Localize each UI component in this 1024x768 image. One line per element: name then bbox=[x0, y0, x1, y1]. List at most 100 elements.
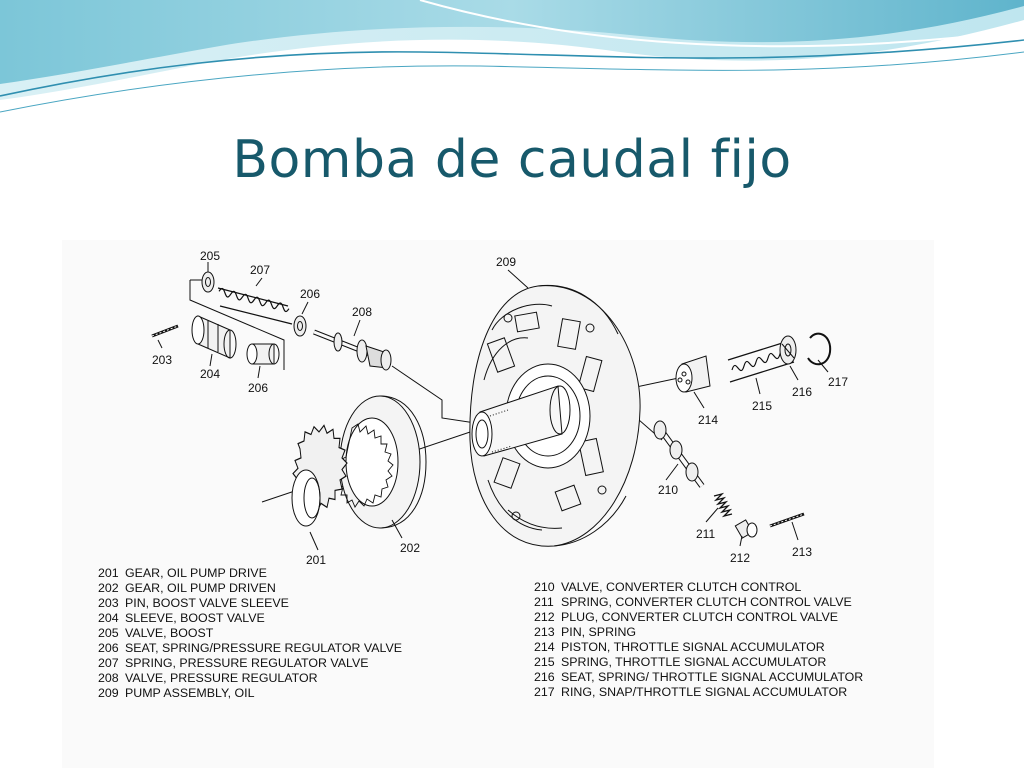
leader-c208 bbox=[353, 319, 361, 337]
part-210-valve bbox=[653, 420, 705, 488]
callout-212: 212 bbox=[730, 551, 750, 565]
legend-item: 215 SPRING, THROTTLE SIGNAL ACCUMULATOR bbox=[534, 655, 863, 670]
callout-213: 213 bbox=[792, 545, 812, 559]
legend-item: 207 SPRING, PRESSURE REGULATOR VALVE bbox=[98, 656, 402, 671]
legend-text: PIN, BOOST VALVE SLEEVE bbox=[125, 596, 289, 610]
callout-207: 207 bbox=[250, 263, 270, 277]
callout-201: 201 bbox=[306, 553, 326, 567]
callout-214: 214 bbox=[698, 413, 718, 427]
part-212-plug bbox=[734, 519, 758, 539]
callout-211: 211 bbox=[696, 527, 715, 541]
legend-item: 210 VALVE, CONVERTER CLUTCH CONTROL bbox=[534, 580, 863, 595]
legend-number: 202 bbox=[98, 581, 119, 595]
legend-item: 204 SLEEVE, BOOST VALVE bbox=[98, 611, 402, 626]
legend-number: 217 bbox=[534, 685, 555, 699]
legend-item: 202 GEAR, OIL PUMP DRIVEN bbox=[98, 581, 402, 596]
leader-c213 bbox=[791, 521, 799, 541]
parts-legend-left: 201 GEAR, OIL PUMP DRIVE 202 GEAR, OIL PUM… bbox=[98, 566, 402, 701]
part-201-drive-gear bbox=[291, 424, 348, 527]
leader-c202 bbox=[391, 519, 403, 539]
leader-c201 bbox=[309, 531, 319, 551]
callout-215: 215 bbox=[752, 399, 772, 413]
leader-c204 bbox=[209, 353, 213, 367]
leader-c217 bbox=[817, 359, 829, 373]
part-206-seat-right bbox=[293, 315, 307, 337]
legend-text: VALVE, PRESSURE REGULATOR bbox=[125, 671, 318, 685]
callout-217: 217 bbox=[828, 375, 848, 389]
legend-item: 209 PUMP ASSEMBLY, OIL bbox=[98, 686, 402, 701]
leader-c215 bbox=[755, 377, 761, 395]
wave-line-3 bbox=[419, 0, 1024, 48]
legend-number: 209 bbox=[98, 686, 119, 700]
part-205-valve bbox=[246, 343, 280, 365]
part-202-driven-gear bbox=[337, 395, 427, 529]
legend-number: 210 bbox=[534, 580, 555, 594]
part-203-pin bbox=[151, 324, 179, 338]
part-216-seat bbox=[779, 335, 797, 365]
legend-text: VALVE, CONVERTER CLUTCH CONTROL bbox=[561, 580, 802, 594]
leader-c212 bbox=[739, 535, 743, 547]
callout-203: 203 bbox=[152, 353, 172, 367]
part-214-piston bbox=[675, 355, 711, 393]
exploded-view-diagram: 205 207 206 208 203 204 206 209 214 215 … bbox=[151, 249, 848, 567]
slide-title: Bomba de caudal fijo bbox=[232, 130, 792, 190]
legend-text: SLEEVE, BOOST VALVE bbox=[125, 611, 265, 625]
legend-text: SEAT, SPRING/ THROTTLE SIGNAL ACCUMULATO… bbox=[561, 670, 864, 684]
wave-band-front bbox=[0, 0, 1024, 84]
legend-item: 211 SPRING, CONVERTER CLUTCH CONTROL VALV… bbox=[534, 595, 863, 610]
leader-c206b bbox=[301, 301, 309, 315]
legend-text: VALVE, BOOST bbox=[125, 626, 214, 640]
leader-208-pump bbox=[391, 365, 483, 425]
legend-number: 206 bbox=[98, 641, 119, 655]
leader-c210 bbox=[665, 463, 679, 481]
part-208-valve bbox=[313, 329, 392, 371]
callout-204: 204 bbox=[200, 367, 220, 381]
legend-number: 211 bbox=[534, 595, 554, 609]
legend-number: 215 bbox=[534, 655, 555, 669]
legend-item: 208 VALVE, PRESSURE REGULATOR bbox=[98, 671, 402, 686]
callout-205: 206 bbox=[248, 381, 268, 395]
leader-c214 bbox=[693, 391, 705, 409]
callout-206-right: 206 bbox=[300, 287, 320, 301]
part-206-seat-left bbox=[201, 271, 215, 293]
part-213-pin bbox=[769, 512, 805, 528]
legend-item: 216 SEAT, SPRING/ THROTTLE SIGNAL ACCUMUL… bbox=[534, 670, 863, 685]
legend-number: 208 bbox=[98, 671, 119, 685]
legend-number: 212 bbox=[534, 610, 555, 624]
legend-number: 213 bbox=[534, 625, 555, 639]
wave-line-2 bbox=[0, 51, 1024, 113]
legend-item: 201 GEAR, OIL PUMP DRIVE bbox=[98, 566, 402, 581]
legend-text: SPRING, PRESSURE REGULATOR VALVE bbox=[125, 656, 369, 670]
legend-item: 214 PISTON, THROTTLE SIGNAL ACCUMULATOR bbox=[534, 640, 863, 655]
legend-text: SPRING, THROTTLE SIGNAL ACCUMULATOR bbox=[561, 655, 827, 669]
legend-text: PIN, SPRING bbox=[561, 625, 637, 639]
callout-208: 208 bbox=[352, 305, 372, 319]
legend-text: GEAR, OIL PUMP DRIVEN bbox=[125, 581, 276, 595]
wave-line-1 bbox=[0, 39, 1024, 97]
legend-text: SPRING, CONVERTER CLUTCH CONTROL VALVE bbox=[561, 595, 852, 609]
legend-text: SEAT, SPRING/PRESSURE REGULATOR VALVE bbox=[125, 641, 403, 655]
callout-210: 210 bbox=[658, 483, 678, 497]
legend-number: 207 bbox=[98, 656, 119, 670]
legend-number: 204 bbox=[98, 611, 119, 625]
leader-c203 bbox=[157, 339, 163, 349]
legend-number: 201 bbox=[98, 566, 119, 580]
legend-text: GEAR, OIL PUMP DRIVE bbox=[125, 566, 267, 580]
callout-206-left: 205 bbox=[200, 249, 220, 263]
legend-item: 206 SEAT, SPRING/PRESSURE REGULATOR VALVE bbox=[98, 641, 402, 656]
part-207-spring bbox=[217, 287, 293, 325]
legend-number: 214 bbox=[534, 640, 555, 654]
legend-text: PUMP ASSEMBLY, OIL bbox=[125, 686, 255, 700]
legend-text: PISTON, THROTTLE SIGNAL ACCUMULATOR bbox=[561, 640, 825, 654]
part-217-snap-ring bbox=[807, 332, 832, 366]
part-204-sleeve bbox=[191, 315, 237, 359]
header-wave-decoration bbox=[0, 0, 1024, 113]
legend-number: 216 bbox=[534, 670, 555, 684]
leader-c211 bbox=[705, 507, 719, 523]
leader-c216 bbox=[789, 365, 799, 381]
callout-209: 209 bbox=[496, 255, 516, 269]
part-211-spring bbox=[713, 492, 733, 518]
